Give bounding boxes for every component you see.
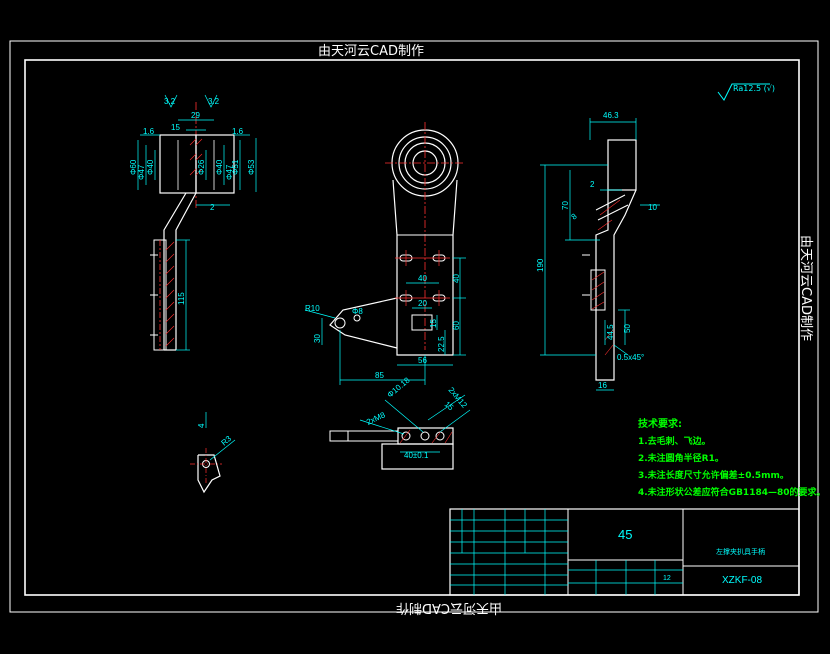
tech-item-2: 2.未注圆角半径R1。 (638, 452, 724, 464)
dim-16: 16 (598, 381, 607, 390)
roughness-symbol: Ra12.5 (√) (717, 83, 775, 101)
watermark-right: 由天河云CAD制作 (798, 235, 813, 341)
dim-phi8: Φ8 (352, 307, 363, 316)
dim-phi47-b: Φ47 (225, 164, 234, 180)
dim-r3: R3 (220, 434, 234, 448)
dim-46-3: 46.3 (603, 111, 619, 120)
small-detail: R3 4 (190, 412, 236, 494)
dim-60: 60 (452, 321, 461, 330)
scale-value: 12 (663, 575, 671, 582)
drawing-number: XZKF-08 (722, 575, 762, 586)
dim-8: 8 (570, 211, 580, 221)
dim-phi60: Φ60 (129, 159, 138, 175)
dim-22-5: 22.5 (437, 336, 446, 352)
dim-phi40-b: Φ40 (215, 159, 224, 175)
dim-1-6-b: 1.6 (232, 127, 244, 136)
dim-70: 70 (561, 201, 570, 210)
dim-20: 20 (418, 299, 427, 308)
dim-phi40-a: Φ40 (146, 159, 155, 175)
outer-border (9, 40, 819, 613)
dim-1-6-a: 1.6 (143, 127, 155, 136)
tech-item-1: 1.去毛刺、飞边。 (638, 435, 711, 447)
inner-frame (24, 59, 800, 596)
dim-40-tol: 40±0.1 (404, 451, 429, 460)
watermark-bottom: 由天河云CAD制作 (396, 600, 502, 615)
tech-item-4: 4.未注形状公差应符合GB1184—80的要求。 (638, 486, 826, 498)
dim-29: 29 (191, 111, 200, 120)
dim-phi10: Φ10.18 (386, 375, 412, 399)
dim-115: 115 (177, 292, 186, 305)
material-label: 45 (618, 527, 632, 542)
title-block: 45 左撑夹扒具手柄 XZKF-08 12 (449, 508, 800, 596)
dim-phi53: Φ53 (247, 159, 256, 175)
tech-item-3: 3.未注长度尺寸允许偏差±0.5mm。 (638, 469, 789, 481)
dim-56: 56 (418, 356, 427, 365)
bottom-section-view: Φ10.18 2xM8 2xM12 15 40±0.1 (329, 375, 471, 470)
left-section-view: 3.2 3.2 29 15 1.6 1.6 2 115 Φ60 Φ47 Φ40 … (129, 94, 257, 351)
dim-3-2-b: 3.2 (208, 97, 220, 106)
dim-85: 85 (375, 371, 384, 380)
dim-190: 190 (536, 258, 545, 272)
tech-title: 技术要求: (638, 417, 682, 430)
dim-15: 15 (171, 123, 180, 132)
dim-30: 30 (313, 334, 322, 343)
dim-phi47-a: Φ47 (137, 164, 146, 180)
dim-r10: R10 (305, 304, 320, 313)
dim-3-2-a: 3.2 (164, 97, 176, 106)
dim-50: 50 (623, 324, 632, 333)
roughness-label: Ra12.5 (√) (733, 84, 775, 93)
dim-2: 2 (210, 203, 215, 212)
dim-chamfer: 0.5x45° (617, 353, 644, 362)
dim-4: 4 (197, 423, 206, 428)
dim-phi51: Φ51 (231, 159, 240, 175)
dim-phi26: Φ26 (197, 159, 206, 175)
watermark-top: 由天河云CAD制作 (318, 44, 424, 59)
main-front-view: R10 Φ8 30 40 40 20 15 60 22.5 56 85 (304, 122, 466, 385)
dim-2xm8: 2xM8 (365, 410, 387, 427)
right-side-view: 46.3 2 70 8 10 190 50 44.5 0.5x45° 16 (536, 111, 660, 391)
dim-10: 10 (648, 203, 657, 212)
part-name: 左撑夹扒具手柄 (716, 547, 765, 556)
dim-44-5: 44.5 (606, 324, 615, 340)
tech-requirements: 技术要求: 1.去毛刺、飞边。 2.未注圆角半径R1。 3.未注长度尺寸允许偏差… (638, 417, 826, 498)
dim-40-v: 40 (452, 274, 461, 283)
dim-40-h: 40 (418, 274, 427, 283)
dim-15-bottom: 15 (443, 400, 456, 413)
dim-15-main: 15 (429, 319, 438, 328)
dim-2-right: 2 (590, 180, 595, 189)
